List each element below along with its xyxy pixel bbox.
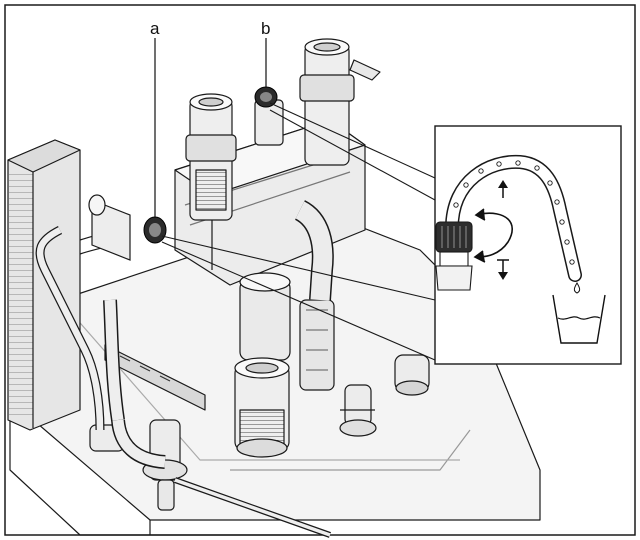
vent-valve-b — [254, 86, 278, 108]
callout-label-b: b — [261, 19, 270, 38]
pipe-lines — [35, 194, 334, 538]
bucket-icon — [552, 294, 606, 344]
water-drop-icon — [573, 282, 581, 294]
detail-inset — [434, 125, 622, 365]
down-arrow-icon — [497, 259, 509, 280]
rotation-arrow-icon — [473, 208, 513, 263]
unit-body — [7, 38, 541, 536]
callout-label-a: a — [150, 19, 160, 38]
up-arrow-icon — [498, 180, 508, 198]
drain-hose — [445, 154, 582, 282]
enlarged-vent-valve — [435, 221, 473, 291]
vent-valve-a — [143, 216, 167, 244]
zoom-projection-lines — [161, 102, 436, 361]
